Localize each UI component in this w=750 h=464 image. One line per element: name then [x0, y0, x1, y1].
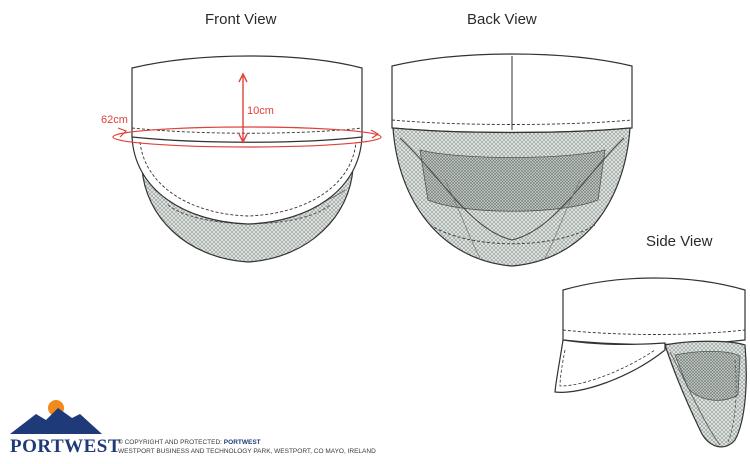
back-view-title: Back View — [467, 11, 537, 28]
side-view-title: Side View — [646, 233, 713, 250]
brand-footer: PORTWEST © COPYRIGHT AND PROTECTED: PORT… — [6, 396, 426, 460]
copyright-line: © COPYRIGHT AND PROTECTED: PORTWEST — [118, 439, 261, 446]
side-peak — [554, 339, 666, 393]
front-view-title: Front View — [205, 11, 277, 28]
height-dimension-label: 10cm — [247, 105, 274, 117]
front-crown — [131, 55, 363, 143]
back-view-drawing — [391, 53, 633, 267]
company-address: WESTPORT BUSINESS AND TECHNOLOGY PARK, W… — [118, 448, 376, 455]
portwest-logo-icon — [10, 400, 102, 434]
front-view-drawing: 10cm 62cm — [101, 55, 382, 263]
side-view-drawing — [554, 277, 747, 448]
side-crown — [562, 277, 746, 346]
copyright-prefix: © COPYRIGHT AND PROTECTED: — [118, 439, 224, 446]
front-peak — [131, 135, 363, 225]
circumference-dimension-label: 62cm — [101, 114, 128, 126]
portwest-logo-text: PORTWEST — [10, 436, 122, 457]
height-dimension-arrow — [238, 72, 248, 144]
copyright-brand: PORTWEST — [223, 439, 261, 446]
circumference-dimension-ring — [112, 126, 382, 148]
